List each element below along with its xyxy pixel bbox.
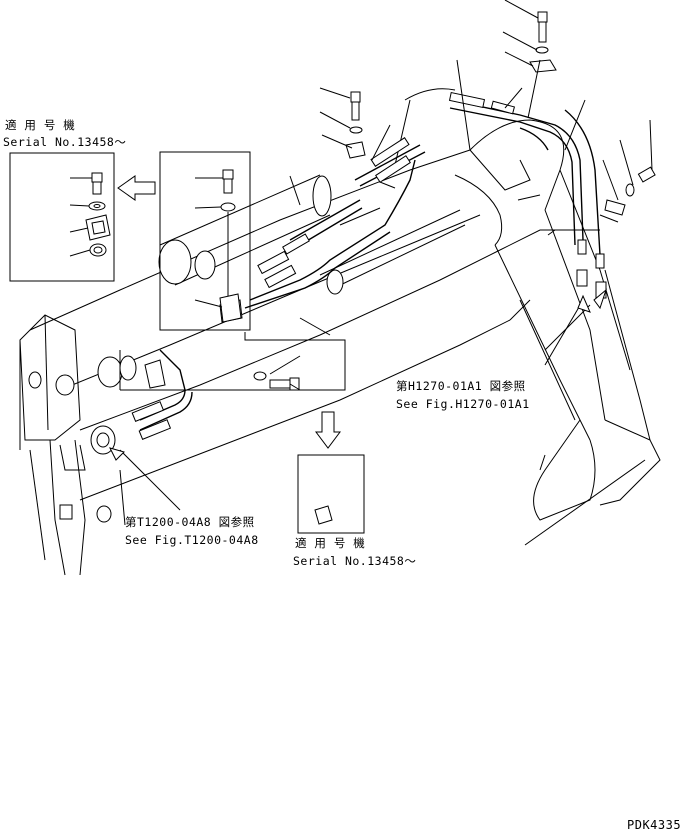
ref-t1200-line2: See Fig.T1200-04A8 [125,533,259,547]
serial-note-bottom-line1: 適 用 号 機 [295,536,366,550]
boom-foot-bracket [19,314,137,576]
serial-note-left-line1: 適 用 号 機 [5,118,76,132]
ref-h1270-line2: See Fig.H1270-01A1 [396,397,530,411]
bottom-box-part [314,505,333,525]
ref-h1270-line1: 第H1270-01A1 図参照 [396,379,526,393]
boom-body [29,88,661,546]
inset-boxes [9,151,365,534]
detail-frame-parts [219,169,242,323]
fasteners [144,11,656,391]
leader-lines [69,0,653,526]
direction-arrows [117,175,341,449]
serial-note-left-line2: Serial No.13458～ [3,135,127,149]
left-box-parts [85,172,111,257]
serial-note-bottom-line2: Serial No.13458～ [293,554,417,568]
ref-t1200-line1: 第T1200-04A8 図参照 [125,515,255,529]
boom-cylinder [158,174,466,295]
drawing-code: PDK4335 [627,818,682,832]
